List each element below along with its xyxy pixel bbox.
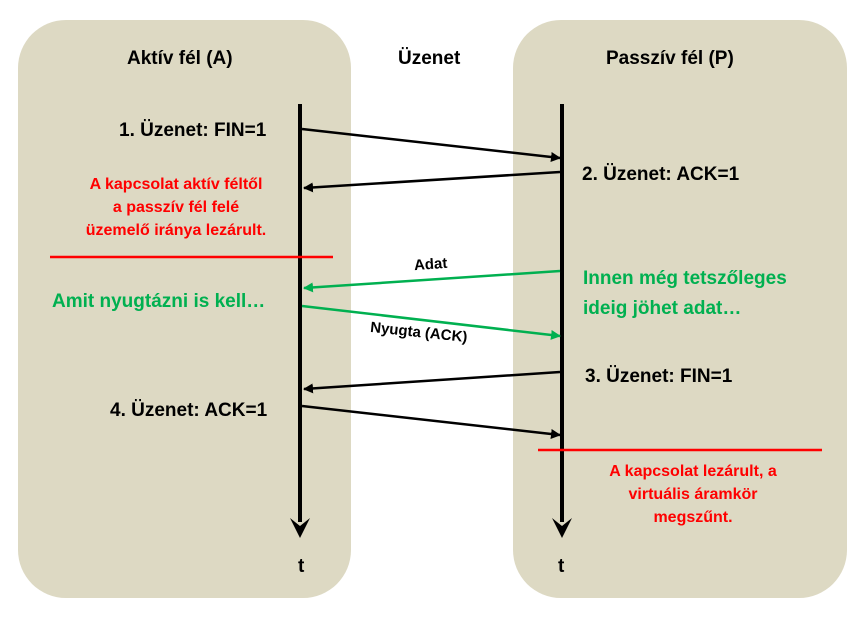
timeline-active-arrowhead [290,518,310,538]
passive-side-panel [513,20,847,598]
header-message: Üzenet [398,48,461,69]
header-passive: Passzív fél (P) [606,48,734,69]
message-4: 4. Üzenet: ACK=1 [110,400,268,421]
header-active: Aktív fél (A) [127,48,233,69]
arrow-msg2 [303,170,561,193]
message-1: 1. Üzenet: FIN=1 [119,120,267,141]
arrow-data [303,269,561,293]
active-side-panel [18,20,351,598]
time-label-passive: t [558,556,565,577]
arrow-msg3 [303,370,561,394]
note-active-closed: A kapcsolat aktív féltől a passzív fél f… [85,176,267,239]
label-data: Adat [413,254,448,275]
arrow-msg4 [301,404,561,439]
arrow-ack [301,304,561,340]
timeline-passive-arrowhead [552,518,572,538]
time-label-active: t [298,556,305,577]
arrow-msg1 [301,127,561,162]
note-ack-needed: Amit nyugtázni is kell… [52,291,266,312]
note-data-until: Innen még tetszőleges ideig jöhet adat… [583,268,787,319]
message-3: 3. Üzenet: FIN=1 [585,366,733,387]
message-2: 2. Üzenet: ACK=1 [582,164,740,185]
note-connection-closed: A kapcsolat lezárult, a virtuális áramkö… [609,463,777,526]
